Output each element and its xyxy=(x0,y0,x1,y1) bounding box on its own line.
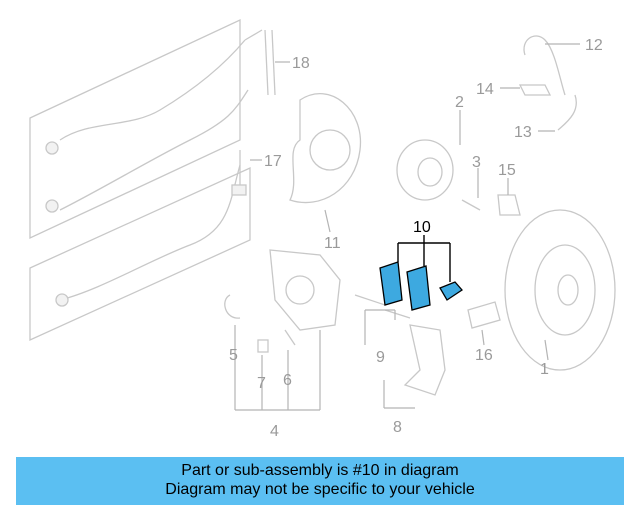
bracket-15 xyxy=(497,194,521,216)
callout-15: 15 xyxy=(498,162,516,179)
banner-part-text: Part or sub-assembly is #10 in diagram xyxy=(181,462,459,479)
callout-6: 6 xyxy=(283,372,292,389)
callout-16: 16 xyxy=(475,347,493,364)
dust-shield-11 xyxy=(289,93,362,204)
panel-17-wiring xyxy=(29,150,251,342)
caliper-4 xyxy=(224,249,341,353)
leader-lines xyxy=(234,43,580,411)
callout-17: 17 xyxy=(264,153,282,170)
pad-clip[interactable] xyxy=(439,281,463,301)
callout-1: 1 xyxy=(540,361,549,378)
panel-18-wiring xyxy=(29,18,276,240)
callout-9: 9 xyxy=(376,349,385,366)
clip-14 xyxy=(518,84,552,96)
callout-12: 12 xyxy=(585,37,603,54)
brake-pad-left[interactable] xyxy=(379,261,403,306)
brake-rotor-1 xyxy=(504,209,616,371)
hub-2 xyxy=(396,139,481,211)
carrier-8 xyxy=(403,324,446,396)
info-banner: Part or sub-assembly is #10 in diagram D… xyxy=(16,457,624,505)
callout-5: 5 xyxy=(229,347,238,364)
brake-pad-right[interactable] xyxy=(406,265,431,311)
sensor-wire-12 xyxy=(523,35,566,96)
brake-pad-set-10[interactable] xyxy=(379,235,463,311)
callout-2: 2 xyxy=(455,94,464,111)
callout-11: 11 xyxy=(324,235,341,252)
callout-18: 18 xyxy=(292,55,310,72)
callout-7: 7 xyxy=(257,375,266,392)
sensor-wire-13 xyxy=(557,94,577,131)
banner-disclaimer-text: Diagram may not be specific to your vehi… xyxy=(165,481,475,498)
callout-3: 3 xyxy=(472,154,481,171)
callout-10: 10 xyxy=(413,219,431,236)
guide-pins-9 xyxy=(354,294,411,319)
callout-8: 8 xyxy=(393,419,402,436)
parts-diagram: 18 17 11 2 3 12 14 13 15 10 1 16 5 7 6 4… xyxy=(29,18,616,440)
callout-4: 4 xyxy=(270,423,279,440)
callout-14: 14 xyxy=(476,81,494,98)
shim-16 xyxy=(467,301,501,329)
callout-13: 13 xyxy=(514,124,532,141)
